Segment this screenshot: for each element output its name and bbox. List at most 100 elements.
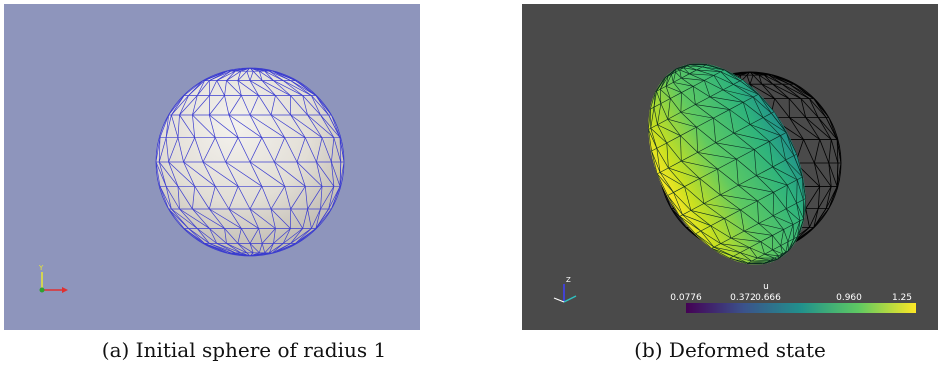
mesh-edge (805, 117, 832, 140)
mesh-edge (651, 147, 657, 152)
mesh-edge (249, 228, 259, 244)
mesh-edge (666, 135, 681, 144)
mesh-edge (819, 139, 830, 164)
mesh-edge (679, 69, 690, 75)
ellipsoid-mesh (648, 63, 806, 265)
mesh-edge (762, 117, 781, 136)
mesh-edge (703, 203, 741, 211)
mesh-edge (739, 252, 752, 262)
mesh-edge (800, 98, 819, 118)
mesh-edge (165, 137, 169, 163)
mesh-edge (754, 149, 773, 168)
mesh-edge (673, 192, 683, 215)
mesh-edge (653, 107, 658, 125)
mesh-edge (713, 243, 721, 248)
mesh-edge (689, 73, 705, 81)
viewport-initial-sphere[interactable]: Y (4, 4, 420, 330)
mesh-edge (788, 98, 807, 118)
orientation-axes-icon: Y (38, 264, 68, 293)
orientation-axes-icon: Z (553, 276, 577, 303)
mesh-edge (743, 102, 764, 118)
mesh-edge (758, 74, 763, 85)
mesh-edge (789, 238, 795, 251)
mesh-edge (772, 83, 790, 99)
mesh-edge (749, 247, 758, 259)
mesh-edge (194, 186, 210, 210)
mesh-edge (179, 208, 198, 229)
mesh-edge (749, 74, 754, 85)
mesh-edge (304, 137, 317, 163)
mesh-edge (780, 241, 789, 246)
mesh-edge (179, 95, 198, 116)
mesh-edge (328, 186, 341, 210)
mesh-edge (740, 247, 750, 253)
mesh-edge (237, 243, 254, 254)
mesh-edge (787, 179, 798, 186)
mesh-edge (729, 256, 734, 259)
mesh-edge (659, 75, 669, 90)
mesh-edge (237, 70, 248, 81)
mesh-edge (780, 135, 786, 161)
mesh-edge (259, 70, 274, 81)
mesh-edge (796, 199, 804, 204)
mesh-edge (668, 167, 700, 179)
viewport-deformed-state[interactable]: Z u 0.0776 0.372 0.666 0.960 1.25 (522, 4, 938, 330)
mesh-edge (156, 161, 167, 187)
mesh-edge (249, 161, 263, 187)
mesh-edge (746, 74, 751, 85)
mesh-edge (209, 208, 242, 229)
mesh-edge (747, 261, 768, 264)
mesh-edge (742, 102, 751, 125)
mesh-edge (749, 241, 761, 248)
mesh-edge (751, 259, 771, 262)
mesh-edge (696, 66, 703, 71)
mesh-edge (754, 141, 770, 150)
mesh-edge (753, 96, 772, 114)
mesh-edge (742, 79, 759, 95)
mesh-edge (828, 162, 832, 187)
mesh-edge (249, 208, 259, 229)
mesh-edge (809, 208, 819, 228)
mesh-edge (258, 243, 263, 253)
mesh-edge (668, 167, 685, 187)
mesh-edge (666, 142, 669, 168)
mesh-edge (692, 86, 696, 105)
mesh-edge (679, 214, 683, 217)
mesh-edge (828, 117, 838, 140)
mesh-edge (710, 218, 725, 226)
mesh-edge (159, 186, 169, 210)
mesh-edge (697, 152, 718, 170)
mesh-edge (817, 186, 832, 209)
mesh-edge (828, 162, 838, 187)
mesh-edge (786, 132, 795, 156)
mesh-edge (738, 184, 758, 202)
mesh-edge (156, 137, 161, 163)
mesh-edge (733, 132, 755, 150)
mesh-edge (764, 74, 783, 85)
mesh-edge (739, 79, 743, 82)
mesh-edge (733, 84, 759, 95)
caption-initial: (a) Initial sphere of radius 1 (101, 338, 387, 362)
colorbar: u 0.0776 0.372 0.666 0.960 1.25 (670, 282, 916, 313)
mesh-edge (225, 161, 263, 187)
mesh-edge (793, 155, 803, 178)
mesh-edge (828, 139, 832, 164)
mesh-edge (246, 68, 251, 72)
mesh-edge (722, 89, 754, 98)
mesh-edge (757, 200, 774, 216)
mesh-edge (657, 103, 662, 125)
mesh-edge (673, 77, 682, 83)
mesh-edge (740, 209, 745, 232)
mesh-edge (780, 245, 783, 254)
mesh-edge (249, 71, 254, 81)
mesh-edge (771, 111, 775, 114)
mesh-edge (793, 153, 797, 156)
mesh-edge (226, 70, 236, 81)
mesh-edge (224, 95, 230, 116)
mesh-edge (237, 80, 242, 96)
svg-text:Z: Z (566, 276, 571, 284)
mesh-edge (159, 114, 169, 138)
mesh-edge (777, 249, 790, 260)
mesh-edge (249, 252, 275, 256)
mesh-edge (296, 161, 323, 187)
